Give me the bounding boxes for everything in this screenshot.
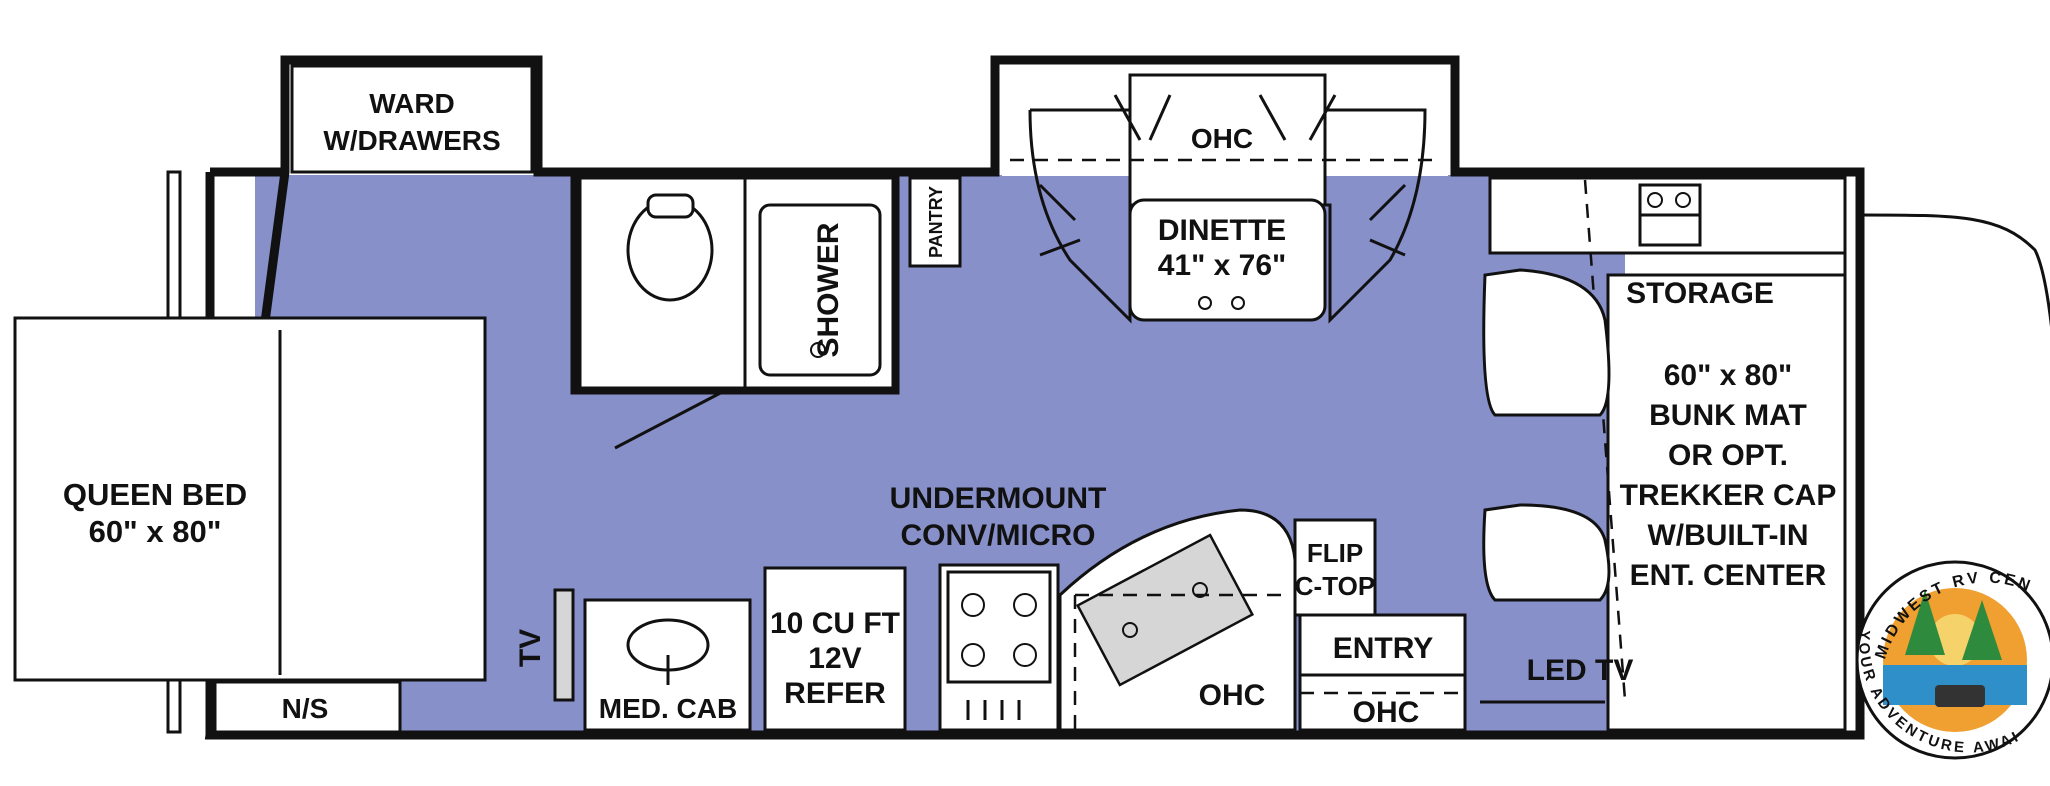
ohc-top-label: OHC bbox=[1191, 123, 1253, 154]
queen-bed-label-2: 60" x 80" bbox=[89, 514, 222, 549]
dinette-slide: OHC DINETTE 41" x 76" bbox=[1002, 66, 1448, 324]
bunk-label-5: W/BUILT-IN bbox=[1647, 519, 1808, 552]
flip-label-2: C-TOP bbox=[1295, 571, 1375, 601]
bunk-label-3: OR OPT. bbox=[1668, 439, 1788, 472]
seat-belt-icons bbox=[1038, 94, 1407, 257]
flip-c-top: FLIP C-TOP bbox=[1293, 518, 1377, 617]
lavatory: MED. CAB bbox=[583, 598, 752, 732]
queen-bed-slide: QUEEN BED 60" x 80" N/S TV bbox=[13, 170, 575, 734]
bunk-label-4: TREKKER CAP bbox=[1620, 479, 1837, 512]
dinette-label-2: 41" x 76" bbox=[1158, 249, 1287, 282]
shower-label: SHOWER bbox=[812, 222, 845, 357]
bathroom: SHOWER PANTRY bbox=[570, 175, 962, 450]
cab-seats bbox=[1482, 268, 1611, 602]
refer-label-2: 12V bbox=[808, 642, 861, 675]
entry-area: ENTRY OHC bbox=[1298, 613, 1467, 732]
refrigerator: 10 CU FT 12V REFER bbox=[763, 566, 907, 732]
dinette-label-1: DINETTE bbox=[1158, 214, 1286, 247]
range-cooktop: UNDERMOUNT CONV/MICRO bbox=[890, 482, 1107, 732]
flip-label-1: FLIP bbox=[1307, 538, 1363, 568]
bunk-label-1: 60" x 80" bbox=[1664, 359, 1793, 392]
ohc-galley-label: OHC bbox=[1199, 679, 1266, 712]
med-cab-label: MED. CAB bbox=[599, 693, 737, 724]
storage-label: STORAGE bbox=[1626, 277, 1774, 310]
refer-label-1: 10 CU FT bbox=[770, 607, 900, 640]
bunk-label-2: BUNK MAT bbox=[1649, 399, 1807, 432]
pantry-label: PANTRY bbox=[926, 186, 946, 258]
ward-slide: WARD W/DRAWERS bbox=[290, 64, 534, 174]
bunk-label-6: ENT. CENTER bbox=[1630, 559, 1827, 592]
galley-counter: OHC bbox=[1058, 508, 1297, 732]
tv-label: TV bbox=[514, 629, 547, 667]
refer-label-3: REFER bbox=[784, 677, 886, 710]
ward-label-2: W/DRAWERS bbox=[323, 125, 500, 156]
cab-over-bunk: STORAGE 60" x 80" BUNK MAT OR OPT. TREKK… bbox=[1480, 176, 1847, 732]
undermount-label-1: UNDERMOUNT bbox=[890, 482, 1107, 515]
entry-label: ENTRY bbox=[1333, 632, 1434, 665]
nightstand-label: N/S bbox=[282, 693, 329, 724]
led-tv-label: LED TV bbox=[1527, 654, 1634, 687]
ohc-entry-label: OHC bbox=[1353, 696, 1420, 729]
undermount-label-2: CONV/MICRO bbox=[901, 519, 1096, 552]
queen-bed-label-1: QUEEN BED bbox=[63, 477, 247, 512]
ward-label-1: WARD bbox=[369, 88, 455, 119]
